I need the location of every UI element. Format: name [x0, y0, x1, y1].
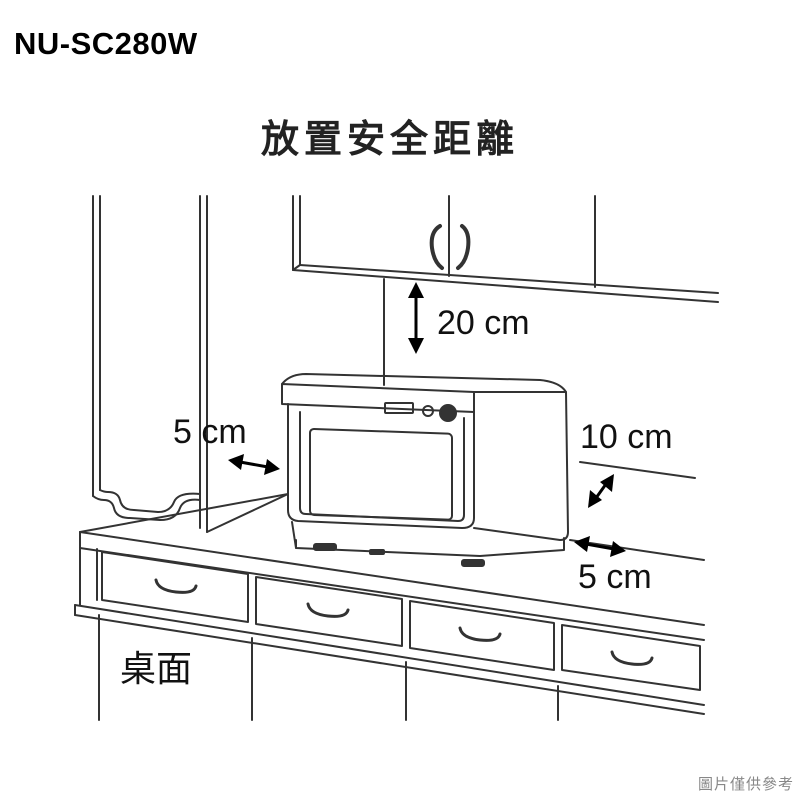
- arrow-side-clearance: [574, 536, 626, 557]
- left-clearance-label: 5 cm: [173, 413, 247, 451]
- steam-oven: [281, 373, 569, 567]
- model-number: NU-SC280W: [14, 26, 198, 61]
- left-tall-cabinet: [92, 195, 289, 533]
- drawer-2: [255, 576, 403, 647]
- lower-cabinets: [74, 547, 705, 721]
- reference-note: 圖片僅供參考: [697, 775, 794, 793]
- countertop: [79, 461, 705, 641]
- side-clearance-label: 5 cm: [578, 558, 652, 596]
- drawer-3: [409, 600, 555, 671]
- countertop-label: 桌面: [120, 649, 193, 690]
- drawer-1: [101, 551, 249, 623]
- arrow-top-clearance: [408, 282, 424, 354]
- diagram-title: 放置安全距離: [260, 117, 519, 161]
- arrow-back-clearance: [588, 474, 614, 508]
- drawer-4: [561, 624, 701, 691]
- back-clearance-label: 10 cm: [580, 418, 673, 456]
- top-clearance-label: 20 cm: [437, 304, 530, 342]
- arrow-left-clearance: [228, 454, 280, 475]
- upper-wall-cabinet: [292, 195, 719, 386]
